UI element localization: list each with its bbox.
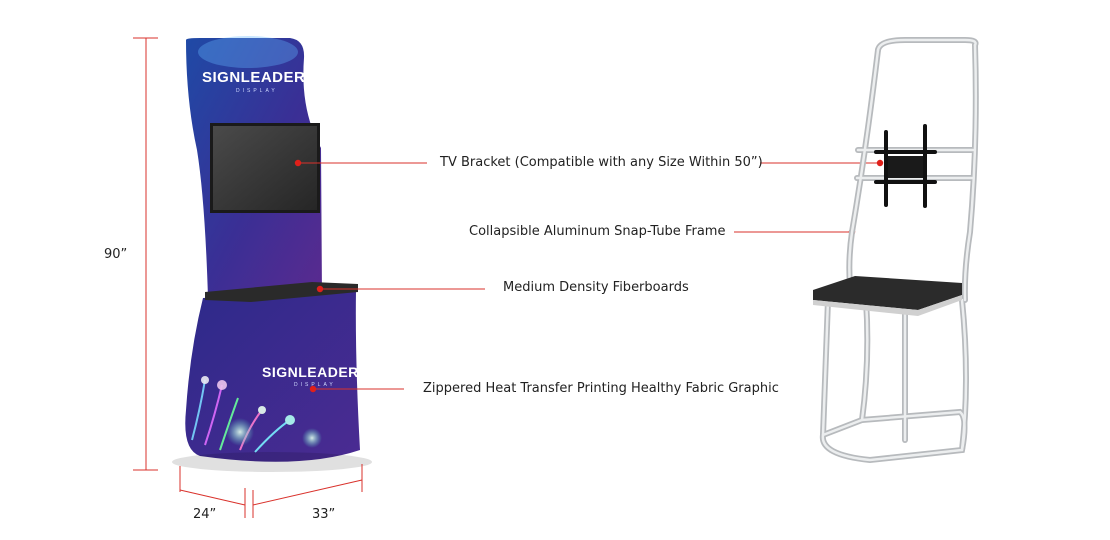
callout-dot-fiberboard	[316, 285, 324, 293]
booth-logo-top-sub: DISPLAY	[236, 88, 278, 94]
frame-shelf	[813, 276, 962, 310]
depth-label: 24”	[193, 507, 217, 522]
callout-dot-fabric	[309, 385, 317, 393]
fabric-graphic-art	[191, 376, 322, 453]
tv-bracket	[874, 124, 937, 208]
callout-dots	[294, 159, 884, 393]
width-label: 33”	[312, 507, 336, 522]
booth-logo-top: SIGNLEADER	[202, 69, 305, 86]
callout-dot-tv	[294, 159, 302, 167]
booth-logo-base: SIGNLEADER	[262, 364, 359, 380]
booth-logo-base-sub: DISPLAY	[294, 382, 336, 388]
frame-illustration	[813, 37, 979, 464]
callout-dot-bracket	[876, 159, 884, 167]
width-dimension-line	[252, 479, 363, 506]
booth-shadow	[172, 452, 372, 472]
booth-base-panel	[185, 290, 360, 462]
dimension-lines	[133, 37, 363, 518]
booth-light-glow	[198, 36, 298, 68]
booth-illustration: SIGNLEADER DISPLAY SIGNLEADER DISPLAY	[172, 36, 372, 472]
depth-dimension-line	[179, 489, 246, 506]
callout-label-fabric: Zippered Heat Transfer Printing Healthy …	[423, 381, 779, 396]
callout-lines	[298, 162, 880, 390]
callout-label-fiberboards: Medium Density Fiberboards	[503, 280, 689, 295]
height-label: 90”	[104, 247, 128, 262]
callout-label-frame: Collapsible Aluminum Snap-Tube Frame	[469, 224, 726, 239]
callout-label-tv-bracket: TV Bracket (Compatible with any Size Wit…	[440, 155, 763, 170]
